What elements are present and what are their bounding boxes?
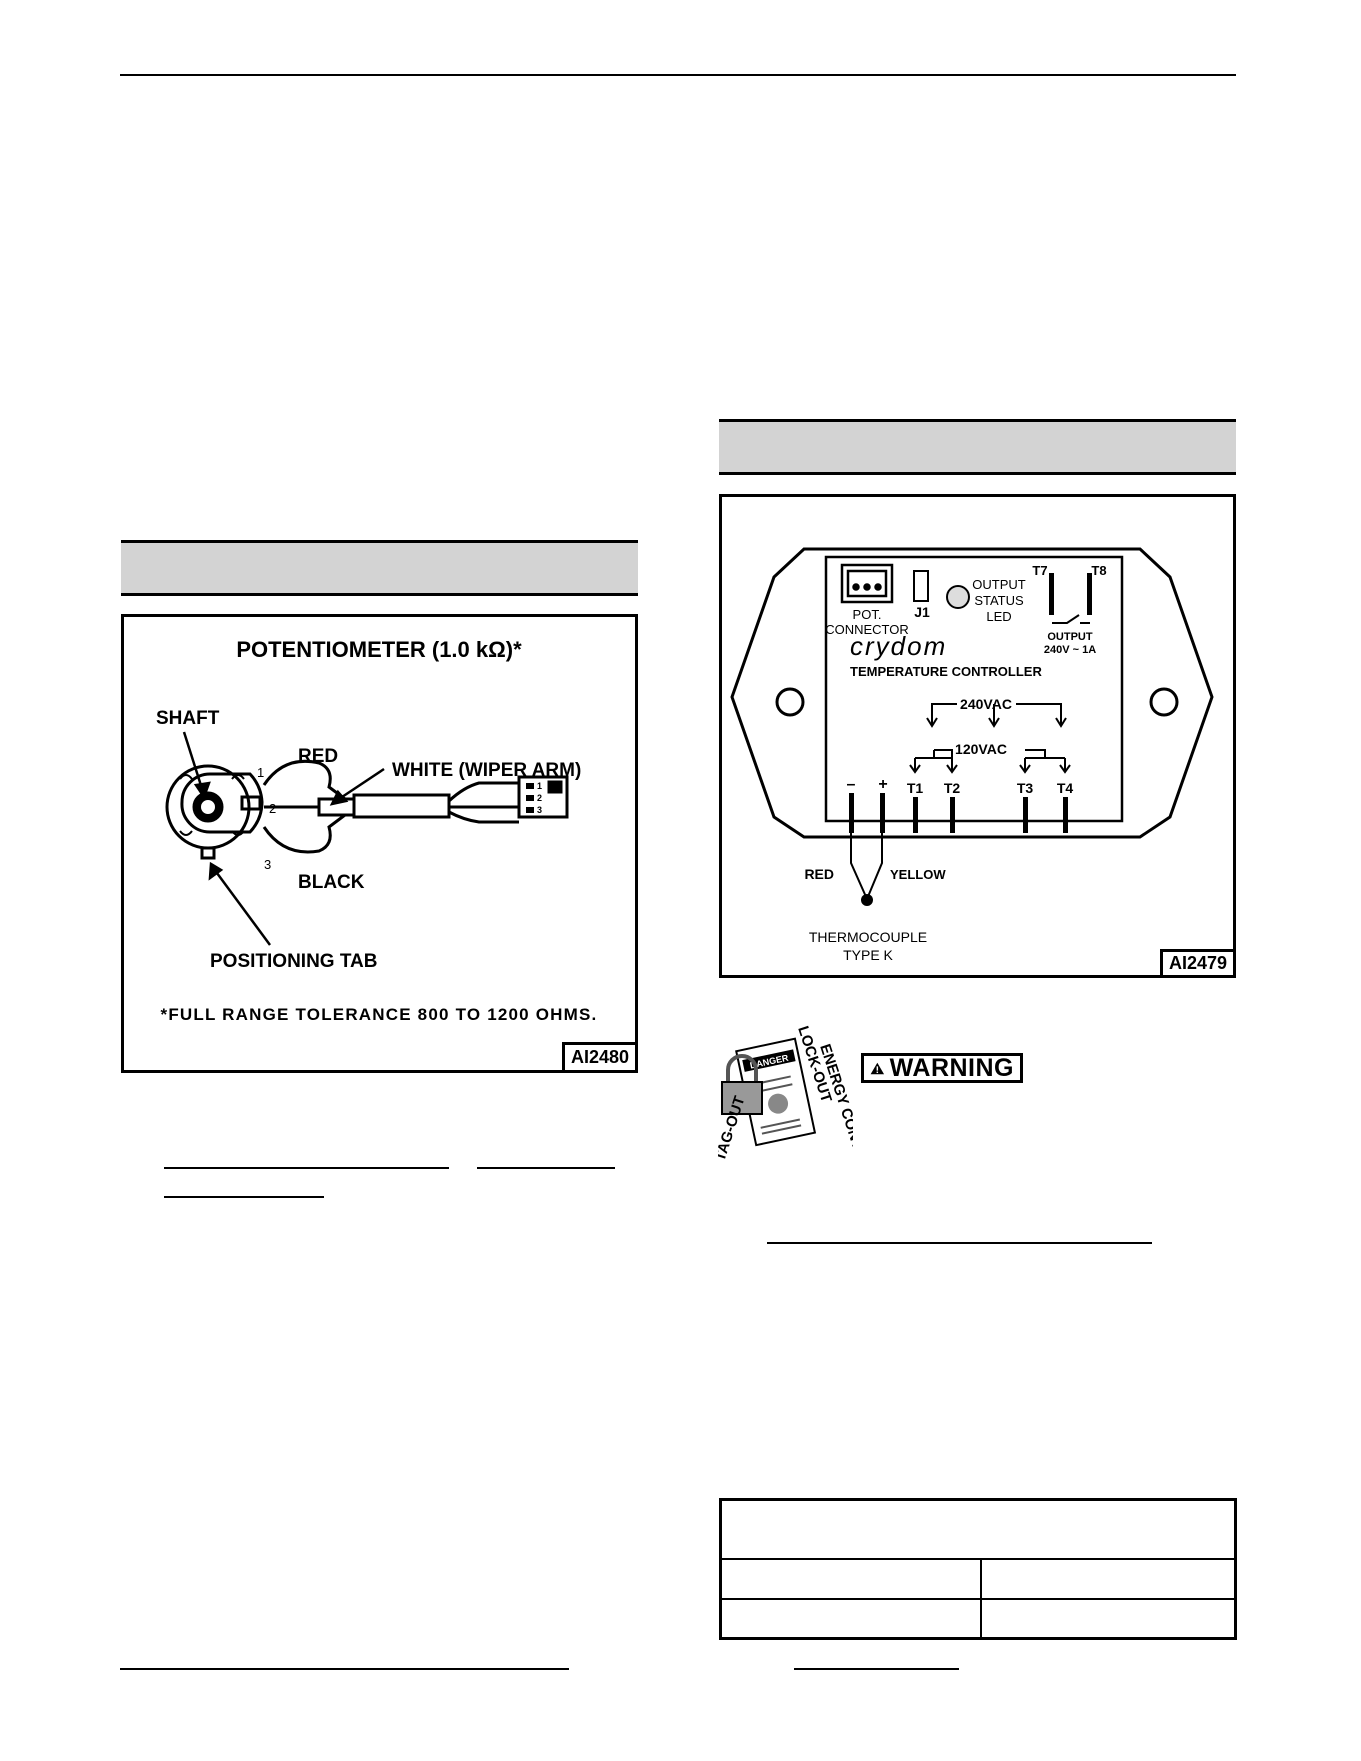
mount-hole-left: [775, 687, 805, 717]
warning-triangle-icon: [870, 1062, 885, 1074]
brand-logo: crydom: [850, 631, 947, 661]
controller-body: [824, 555, 1124, 823]
connector-pin3-label: 3: [537, 805, 542, 815]
top-rule: [120, 74, 1236, 76]
t4-terminal: [1063, 797, 1068, 833]
led-label-1: OUTPUT: [972, 577, 1026, 592]
j1-label: J1: [914, 604, 930, 620]
potentiometer-diagram: POTENTIOMETER (1.0 kΩ)* SHAFT RED WHITE …: [156, 637, 598, 1024]
pin3-label: 3: [264, 857, 271, 872]
section-header-right: [719, 419, 1236, 475]
product-name: TEMPERATURE CONTROLLER: [850, 664, 1042, 679]
t2-terminal: [950, 797, 955, 833]
output-label-1: OUTPUT: [1047, 631, 1093, 643]
potentiometer-body: [165, 764, 264, 860]
output-label-2: 240V ~ 1A: [1044, 644, 1096, 656]
minus-terminal: [849, 793, 854, 833]
t1-terminal: [913, 797, 918, 833]
spec-table: [719, 1498, 1237, 1640]
t1-label: T1: [907, 780, 924, 796]
yellow-lead-label: YELLOW: [890, 867, 946, 882]
temperature-controller-figure: POT. CONNECTOR J1 OUTPUT STATUS LED T7 T…: [719, 494, 1236, 978]
thermocouple-label-1: THERMOCOUPLE: [809, 929, 927, 945]
output-status-led: [946, 585, 970, 609]
figure-id-ai2480: AI2480: [561, 1042, 635, 1070]
footer-rule-left: [120, 1668, 569, 1670]
table-row: [722, 1598, 1234, 1600]
vac-240-bracket: [926, 703, 1067, 728]
minus-label: –: [847, 776, 856, 793]
vac-240-label: 240VAC: [960, 696, 1012, 712]
tolerance-note: *FULL RANGE TOLERANCE 800 TO 1200 OHMS.: [161, 1005, 598, 1024]
pin2-label: 2: [269, 801, 276, 816]
underline-left-3: [164, 1196, 324, 1198]
output-switch-symbol: [1052, 614, 1090, 624]
vac-120-bracket: [909, 749, 1071, 774]
pot-connector-label-2: CONNECTOR: [825, 622, 909, 637]
footer-rule-right: [794, 1668, 959, 1670]
controller-diagram: POT. CONNECTOR J1 OUTPUT STATUS LED T7 T…: [730, 547, 1214, 963]
potentiometer-figure: POTENTIOMETER (1.0 kΩ)* SHAFT RED WHITE …: [121, 614, 638, 1073]
controller-flange: [730, 547, 1214, 839]
shaft-label: SHAFT: [156, 708, 220, 729]
t8-label: T8: [1091, 563, 1106, 578]
led-label-2: STATUS: [974, 593, 1024, 608]
j1-jumper: [913, 570, 929, 602]
t8-terminal: [1087, 573, 1092, 615]
table-row: [722, 1558, 1234, 1560]
vac-120-label: 120VAC: [955, 741, 1007, 757]
warning-label: WARNING: [861, 1053, 1023, 1083]
t3-label: T3: [1017, 780, 1034, 796]
underline-left-1: [164, 1167, 449, 1169]
warning-text: WARNING: [889, 1053, 1014, 1082]
black-wire-label: BLACK: [298, 872, 365, 893]
connector-pin2-label: 2: [537, 793, 542, 803]
leader-arrows: [182, 731, 385, 946]
section-header-left: [121, 540, 638, 596]
connector-pins: 1 2 3: [526, 781, 542, 815]
figure-id-ai2479: AI2479: [1159, 949, 1233, 975]
plus-terminal: [880, 793, 885, 833]
t3-terminal: [1023, 797, 1028, 833]
plus-label: +: [878, 776, 887, 793]
t2-label: T2: [944, 780, 961, 796]
mount-hole-right: [1149, 687, 1179, 717]
padlock-body: [721, 1081, 763, 1115]
underline-left-2: [477, 1167, 615, 1169]
t7-terminal: [1049, 573, 1054, 615]
red-lead-label: RED: [804, 866, 834, 882]
table-column-divider: [980, 1558, 982, 1637]
t4-label: T4: [1057, 780, 1074, 796]
thermocouple-leads: [850, 833, 883, 900]
thermocouple-junction: [861, 894, 873, 906]
pin1-label: 1: [257, 765, 264, 780]
pot-connector-label-1: POT.: [853, 607, 882, 622]
lockout-tagout-icon: DANGER LOCK-OUT TAG-OUT ENERGY CONTROL: [718, 1024, 853, 1164]
pot-connector: [840, 563, 894, 604]
led-label-3: LED: [986, 609, 1011, 624]
underline-right-1: [767, 1242, 1152, 1244]
potentiometer-title: POTENTIOMETER (1.0 kΩ)*: [236, 637, 522, 662]
connector-pin1-label: 1: [537, 781, 542, 791]
thermocouple-label-2: TYPE K: [843, 947, 893, 963]
positioning-tab-label: POSITIONING TAB: [210, 951, 377, 972]
t7-label: T7: [1032, 563, 1047, 578]
padlock-shackle: [726, 1054, 758, 1084]
